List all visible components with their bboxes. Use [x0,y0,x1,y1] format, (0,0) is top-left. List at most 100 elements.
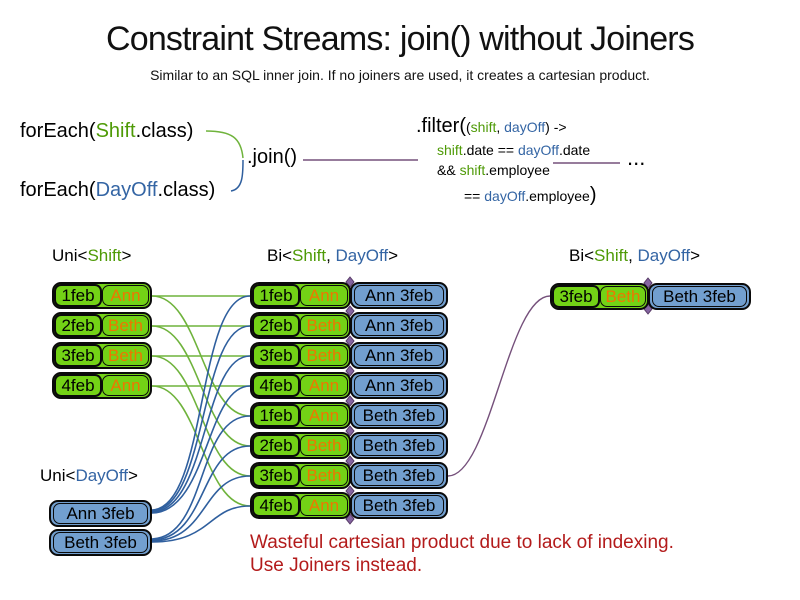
shift-date: 2feb [252,434,300,457]
shift-date: 3feb [252,464,300,487]
header-bi-right: Bi<Shift, DayOff> [569,246,700,266]
shift-stream-brace-line [205,130,244,159]
shift-date: 1feb [252,284,300,307]
dayoff-fact: Beth 3feb [350,432,448,459]
code-text: .class) [135,120,194,142]
dayoff-fact: Beth 3feb [648,283,751,310]
shift-type-token: Shift [292,246,327,265]
code-text: .filter( [416,115,466,137]
header-text: Uni< [40,466,76,485]
dayoff-class-token: DayOff [95,179,158,201]
dayoff-row-1: Ann 3feb [49,500,152,527]
dayoff-fact: Beth 3feb [350,462,448,489]
header-uni-dayoff: Uni<DayOff> [40,466,138,486]
shift-employee: Ann [300,285,348,306]
code-foreach-dayoff: forEach(DayOff.class) [20,180,215,201]
shift-date: 3feb [252,344,300,367]
header-text: Bi< [267,246,293,265]
shift-employee: Beth [600,286,646,307]
shift-date: 3feb [54,344,102,367]
code-text: , [496,119,505,135]
code-foreach-shift: forEach(Shift.class) [20,121,193,142]
dayoff-arg-token: dayOff [504,119,546,135]
dayoff-arg-token: dayOff [517,142,559,158]
shift-date: 1feb [54,284,102,307]
shift-employee: Beth [102,315,149,336]
dayoff-row-2: Beth 3feb [49,529,152,556]
code-filter-line3: && shift.employee [437,163,550,178]
shift-employee: Ann [300,495,348,516]
header-text: , [326,246,336,265]
shift-employee: Ann [102,285,149,306]
shift-date: 4feb [252,374,300,397]
dayoff-fact: Beth 3feb [350,492,448,519]
dayoff-label: Ann 3feb [354,345,444,366]
dayoff-type-token: DayOff [75,466,129,485]
dayoff-label: Ann 3feb [354,315,444,336]
code-text: .class) [157,179,216,201]
shift-date: 3feb [552,285,600,308]
dayoff-fact: Ann 3feb [350,342,448,369]
dayoff-label: Beth 3feb [354,465,444,486]
code-filter-line2: shift.date == dayOff.date [437,143,590,158]
shift-type-token: Shift [87,246,122,265]
dayoff-type-token: DayOff [335,246,389,265]
shift-date: 4feb [54,374,102,397]
shift-employee: Beth [300,465,348,486]
shift-date: 2feb [252,314,300,337]
code-text: ( [466,119,471,135]
filter-result-curve [447,295,551,477]
dayoff-cartesian-links [151,295,251,543]
code-filter-line1: .filter((shift, dayOff) -> [416,116,567,137]
shift-employee: Beth [300,435,348,456]
header-text: > [690,246,701,265]
dayoff-label: Beth 3feb [354,435,444,456]
dayoff-stream-brace-line [230,159,244,192]
dayoff-label: Ann 3feb [354,285,444,306]
code-text: .date == [462,142,518,158]
shift-date: 1feb [252,404,300,427]
dayoff-fact: Ann 3feb [350,282,448,309]
header-text: > [388,246,399,265]
code-text: ) -> [545,119,567,135]
dayoff-fact: Ann 3feb [49,500,152,527]
shift-employee: Ann [300,375,348,396]
dayoff-label: Ann 3feb [354,375,444,396]
dayoff-fact: Ann 3feb [350,372,448,399]
code-join: .join() [247,146,298,168]
code-ellipsis: ... [627,145,646,170]
dayoff-type-token: DayOff [637,246,691,265]
code-text: forEach( [20,120,96,142]
header-bi-middle: Bi<Shift, DayOff> [267,246,398,266]
shift-employee: Beth [300,345,348,366]
dayoff-fact: Beth 3feb [350,402,448,429]
dayoff-label: Beth 3feb [652,286,747,307]
warning-text: Wasteful cartesian product due to lack o… [250,531,674,577]
header-text: > [128,466,138,485]
code-text: && [437,162,460,178]
shift-class-token: Shift [95,120,136,142]
header-uni-shift: Uni<Shift> [52,246,131,266]
shift-arg-token: shift [470,119,497,135]
dayoff-label: Beth 3feb [53,532,148,553]
code-text: .date [558,142,591,158]
